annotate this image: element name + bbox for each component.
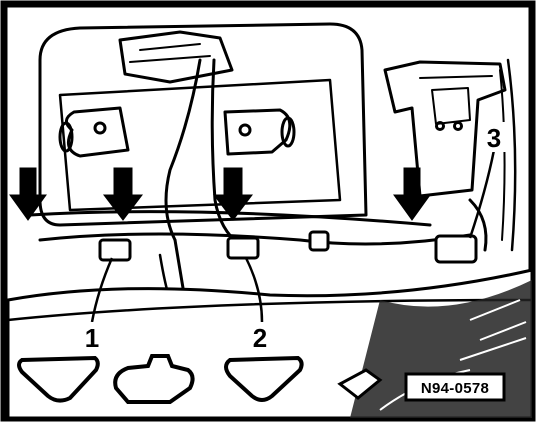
leader-line-2 [244, 257, 264, 323]
reference-code: N94-0578 [421, 380, 489, 397]
leader-line-3 [468, 149, 496, 239]
downward-arrows [9, 167, 431, 221]
arrow-down-icon [212, 167, 254, 221]
leader-line-1 [90, 257, 114, 323]
callout-1: 1 [85, 323, 99, 353]
upper-assembly [38, 22, 517, 252]
connector-right [434, 234, 478, 264]
connector-left [98, 238, 132, 262]
callout-2: 2 [253, 323, 267, 353]
arrow-down-icon [9, 167, 47, 221]
arrow-down-icon [102, 167, 144, 221]
connector-middle [226, 236, 260, 260]
reference-code-box: N94-0578 [404, 372, 506, 402]
callouts: 1 2 3 [78, 122, 508, 353]
callout-3: 3 [487, 123, 501, 153]
connectors [98, 230, 478, 264]
arrow-down-icon [393, 167, 431, 221]
wiring-harness [28, 58, 488, 302]
leader-lines [90, 149, 496, 323]
